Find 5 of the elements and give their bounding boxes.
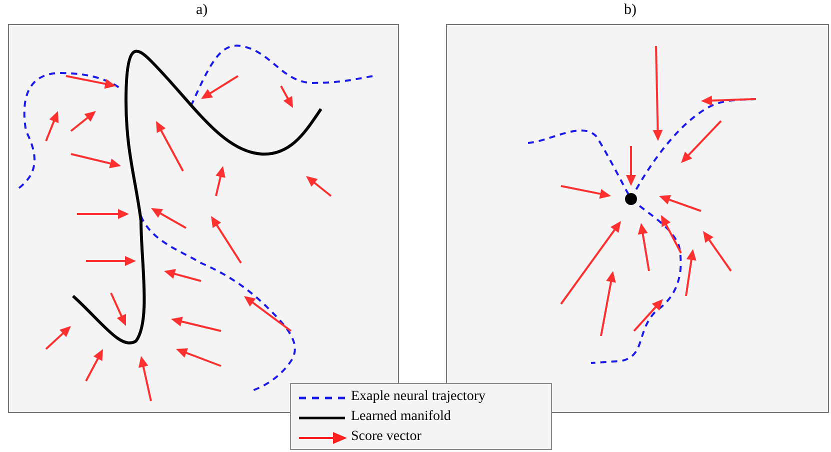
panel-heading: b) (624, 1, 636, 20)
legend-label: Learned manifold (351, 408, 451, 426)
legend-label: Exaple neural trajectory (351, 388, 486, 406)
panel-heading: a) (196, 1, 208, 20)
legend-label: Score vector (351, 428, 422, 446)
